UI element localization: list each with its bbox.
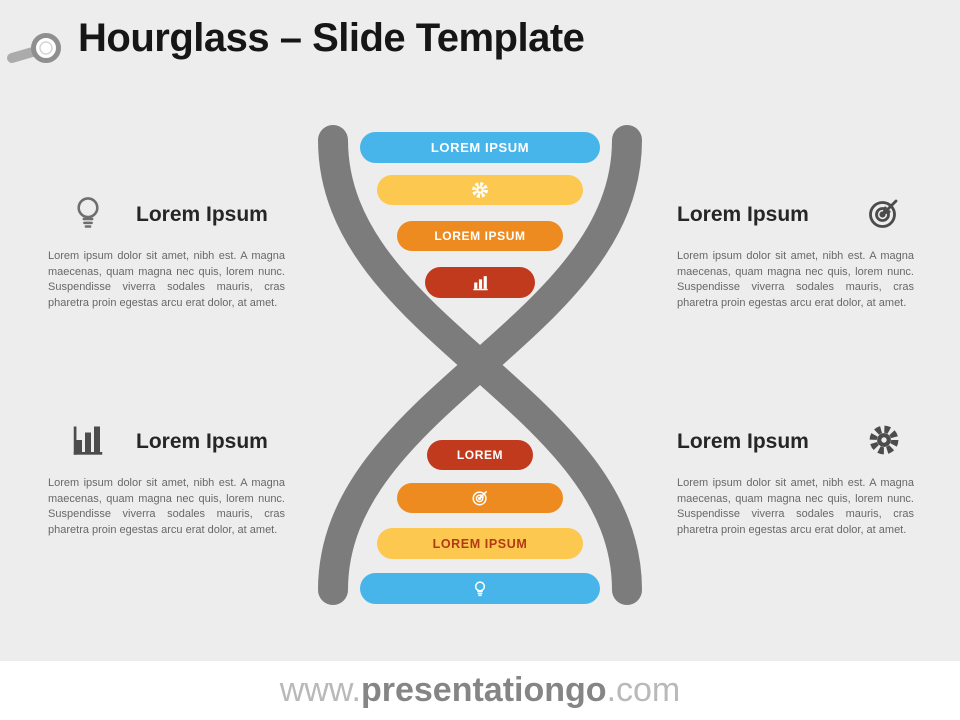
- block-heading: Lorem Ipsum: [677, 203, 809, 226]
- block-header: Lorem Ipsum: [677, 194, 914, 236]
- pill-bottom-bulb-blue: [360, 573, 600, 604]
- block-heading: Lorem Ipsum: [136, 430, 268, 453]
- pill-top-chart-red: [425, 267, 535, 298]
- block-heading: Lorem Ipsum: [136, 203, 268, 226]
- pill-top-lorem-ipsum-orange: LOREM IPSUM: [397, 221, 563, 251]
- footer-bar: www.presentationgo.com: [0, 661, 960, 720]
- bulb-icon: [70, 193, 106, 238]
- block-body: Lorem ipsum dolor sit amet, nibh est. A …: [677, 250, 914, 309]
- gear-icon: [866, 422, 902, 463]
- pill-bottom-target-orange: [397, 483, 563, 513]
- bar-chart-icon: [471, 273, 490, 292]
- pill-label: LOREM: [456, 448, 504, 462]
- block-body: Lorem ipsum dolor sit amet, nibh est. A …: [48, 477, 285, 536]
- pill-label: LOREM IPSUM: [432, 536, 528, 551]
- bulb-icon: [470, 579, 490, 599]
- block-heading: Lorem Ipsum: [677, 430, 809, 453]
- block-header: Lorem Ipsum: [677, 421, 914, 463]
- footer-url-suffix: .com: [606, 671, 681, 709]
- block-header: Lorem Ipsum: [48, 194, 285, 236]
- gear-icon: [470, 180, 490, 200]
- pill-label: LOREM IPSUM: [430, 140, 530, 155]
- footer-brand: presentationgo: [360, 671, 607, 709]
- pill-bottom-lorem-red: LOREM: [427, 440, 533, 470]
- content-block-bottom-left: Lorem Ipsum Lorem ipsum dolor sit amet, …: [48, 421, 285, 538]
- target-icon: [866, 195, 902, 236]
- bar-chart-icon: [70, 422, 106, 463]
- pill-label: LOREM IPSUM: [434, 229, 526, 243]
- block-body: Lorem ipsum dolor sit amet, nibh est. A …: [677, 477, 914, 536]
- block-body: Lorem ipsum dolor sit amet, nibh est. A …: [48, 250, 285, 309]
- pill-top-lorem-ipsum-blue: LOREM IPSUM: [360, 132, 600, 163]
- pill-top-gear-yellow: [377, 175, 583, 205]
- content-block-bottom-right: Lorem Ipsum Lorem ipsum dolor sit amet, …: [677, 421, 914, 538]
- footer-url-prefix: www.: [279, 671, 361, 709]
- target-icon: [470, 488, 490, 508]
- block-header: Lorem Ipsum: [48, 421, 285, 463]
- pill-bottom-lorem-ipsum-yellow: LOREM IPSUM: [377, 528, 583, 559]
- content-block-top-left: Lorem Ipsum Lorem ipsum dolor sit amet, …: [48, 194, 285, 311]
- content-block-top-right: Lorem Ipsum Lorem ipsum dolor sit amet, …: [677, 194, 914, 311]
- slide-title: Hourglass – Slide Template: [78, 16, 585, 60]
- presentationgo-pin-logo: [4, 18, 70, 75]
